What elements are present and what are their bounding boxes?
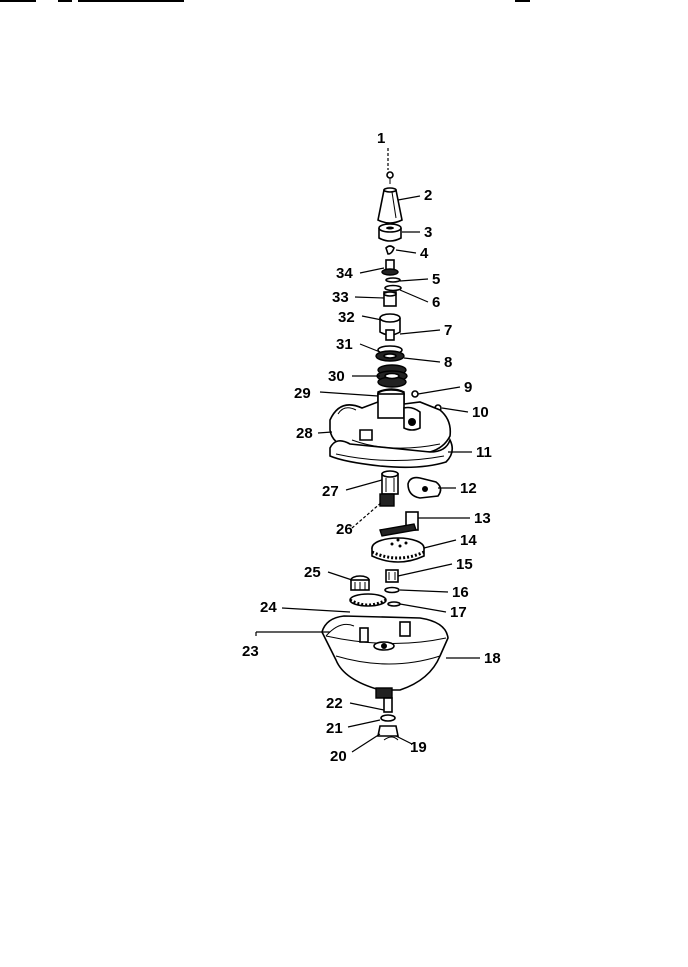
callout-5: 5 <box>432 271 440 288</box>
callout-14: 14 <box>460 532 477 549</box>
part-22-shaft <box>383 697 393 713</box>
callout-25: 25 <box>304 564 321 581</box>
part-25-gear <box>350 575 370 591</box>
callout-15: 15 <box>456 556 473 573</box>
part-12-cam <box>407 476 442 499</box>
callout-11: 11 <box>476 444 492 461</box>
callout-23: 23 <box>242 643 259 660</box>
callout-20: 20 <box>330 748 347 765</box>
callout-17: 17 <box>450 604 467 621</box>
part-19-clip <box>383 736 399 741</box>
part-30-spring <box>376 364 408 388</box>
part-20-nut <box>377 725 399 737</box>
callout-33: 33 <box>332 289 349 306</box>
part-24-gear <box>349 593 387 607</box>
part-5-washer <box>385 277 401 283</box>
callout-13: 13 <box>474 510 491 527</box>
part-33-shaft <box>383 291 397 307</box>
callout-labels: 1 2 3 4 5 6 7 8 9 10 11 12 13 14 15 16 1… <box>242 130 501 765</box>
callout-7: 7 <box>444 322 452 339</box>
part-16-washer <box>384 586 400 594</box>
callout-19: 19 <box>410 739 427 756</box>
callout-22: 22 <box>326 695 343 712</box>
part-28-upper-housing <box>329 388 452 453</box>
part-1-screw <box>386 171 394 184</box>
callout-31: 31 <box>336 336 353 353</box>
callout-8: 8 <box>444 354 452 371</box>
part-26-gear <box>379 493 395 507</box>
leader-lines <box>255 148 480 753</box>
part-17-washer <box>387 601 401 607</box>
callout-9: 9 <box>464 379 472 396</box>
callout-26: 26 <box>336 521 353 538</box>
part-13-crank <box>379 511 419 537</box>
part-2-cap <box>377 187 403 224</box>
callout-16: 16 <box>452 584 469 601</box>
part-31-seal <box>375 345 405 362</box>
callout-27: 27 <box>322 483 339 500</box>
callout-29: 29 <box>294 385 311 402</box>
callout-32: 32 <box>338 309 355 326</box>
transmission-assembly <box>321 171 454 741</box>
callout-12: 12 <box>460 480 477 497</box>
callout-6: 6 <box>432 294 440 311</box>
part-6-washer <box>384 284 402 292</box>
callout-4: 4 <box>420 245 429 262</box>
part-18-gear-case <box>321 615 449 699</box>
part-34-shaft-top <box>381 259 399 276</box>
part-3-nut <box>378 223 402 242</box>
callout-24: 24 <box>260 599 277 616</box>
part-9-screw <box>411 390 419 398</box>
callout-1: 1 <box>377 130 385 147</box>
callout-2: 2 <box>424 187 432 204</box>
callout-3: 3 <box>424 224 432 241</box>
callout-21: 21 <box>326 720 343 737</box>
part-4-clip <box>385 245 395 255</box>
part-21-washer <box>380 714 396 722</box>
callout-28: 28 <box>296 425 313 442</box>
part-14-drive-gear <box>371 537 425 563</box>
callout-10: 10 <box>472 404 489 421</box>
part-32-bushing <box>379 313 401 341</box>
callout-18: 18 <box>484 650 501 667</box>
part-15-pinion <box>385 569 399 583</box>
callout-34: 34 <box>336 265 353 282</box>
part-11-gasket <box>329 437 454 469</box>
callout-30: 30 <box>328 368 345 385</box>
part-27-pinion <box>381 470 399 495</box>
